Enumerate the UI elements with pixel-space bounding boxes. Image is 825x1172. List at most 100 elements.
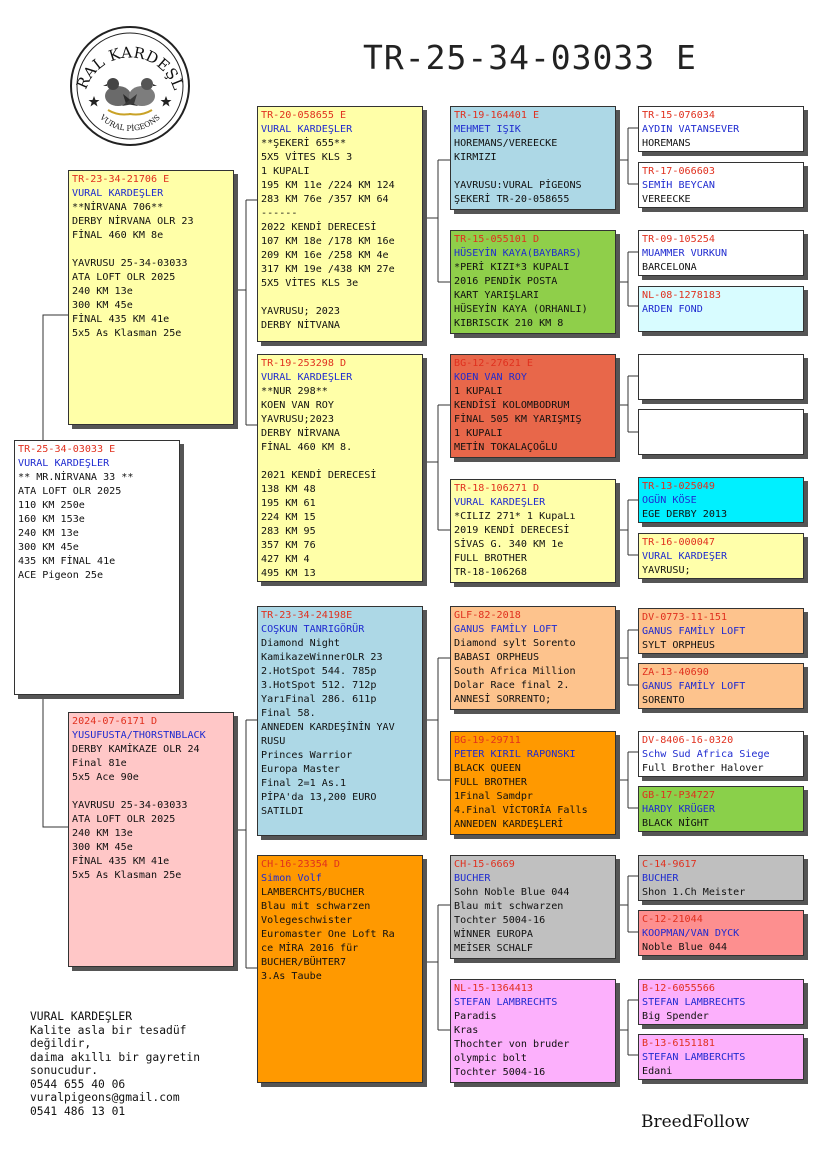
info-line: ------ bbox=[261, 208, 298, 219]
g5-card-2: TR-17-066603 SEMİH BEYCAN VEREECKE bbox=[638, 162, 804, 208]
owner-name: MUAMMER VURKUN bbox=[642, 248, 728, 259]
info-line: 1 KUPALI bbox=[454, 386, 503, 397]
info-line: 1Final Samdpr bbox=[454, 791, 534, 802]
info-line: 107 KM 18e /178 KM 16e bbox=[261, 236, 395, 247]
ggp-dsd-card: BG-19-29711 PETER KIRIL RAPONSKI BLACK Q… bbox=[450, 731, 616, 835]
info-line: 138 KM 48 bbox=[261, 484, 316, 495]
info-line: YAVRUSU; bbox=[642, 565, 691, 576]
info-line bbox=[72, 785, 230, 799]
info-line: 3.As Taube bbox=[261, 971, 322, 982]
g5-card-8: TR-16-000047 VURAL KARDEŞER YAVRUSU; bbox=[638, 533, 804, 579]
owner-name: STEFAN LAMBRECHTS bbox=[642, 997, 746, 1008]
info-line: 224 KM 15 bbox=[261, 512, 316, 523]
owner-name: BUCHER bbox=[642, 873, 679, 884]
info-line: **ŞEKERİ 655** bbox=[261, 138, 347, 149]
motto-line: Kalite asla bir tesadüf bbox=[30, 1023, 187, 1037]
info-line: 195 KM 61 bbox=[261, 498, 316, 509]
info-line: 209 KM 16e /258 KM 4e bbox=[261, 250, 389, 261]
info-line: FULL BROTHER bbox=[454, 777, 527, 788]
g5-card-16: B-13-6151181 STEFAN LAMBERCHTS Edani bbox=[638, 1034, 804, 1080]
owner-name: KOOPMAN/VAN DYCK bbox=[642, 928, 740, 939]
g5-card-5 bbox=[638, 354, 804, 400]
ring-number: TR-15-055101 D bbox=[454, 234, 540, 245]
info-line: Dolar Race final 2. bbox=[454, 680, 570, 691]
info-line: 5x5 Ace 90e bbox=[72, 772, 139, 783]
g5-card-12: GB-17-P34727 HARDY KRÜGER BLACK NİGHT bbox=[638, 786, 804, 832]
info-line: 283 KM 95 bbox=[261, 526, 316, 537]
info-line: 300 KM 45e bbox=[72, 300, 133, 311]
info-line: Blau mit schwarzen bbox=[454, 901, 564, 912]
info-line: Tochter 5004-16 bbox=[454, 1067, 546, 1078]
info-line: BABASI ORPHEUS bbox=[454, 652, 540, 663]
info-line: Edani bbox=[642, 1066, 673, 1077]
info-line: 2021 KENDİ DERECESİ bbox=[261, 470, 377, 481]
ring-number: TR-09-105254 bbox=[642, 234, 715, 245]
ring-number: TR-23-34-21706 E bbox=[72, 174, 170, 185]
owner-name: STEFAN LAMBRECHTS bbox=[454, 997, 558, 1008]
info-line: DERBY KAMİKAZE OLR 24 bbox=[72, 744, 200, 755]
info-line: PİPA'da 13,200 EURO bbox=[261, 792, 377, 803]
pedigree-title: TR-25-34-03033 E bbox=[363, 38, 697, 77]
owner-name: KOEN VAN ROY bbox=[454, 372, 527, 383]
ring-number: CH-16-23354 D bbox=[261, 859, 341, 870]
info-line: Volegeschwister bbox=[261, 915, 353, 926]
owner-name: VURAL KARDEŞLER bbox=[261, 124, 353, 135]
info-line: 427 KM 4 bbox=[261, 554, 310, 565]
ggp-ssd-card: TR-15-055101 D HÜSEYİN KAYA(BAYBARS) *PE… bbox=[450, 230, 616, 334]
info-line: SİVAS G. 340 KM 1e bbox=[454, 539, 564, 550]
owner-name: OGÜN KÖSE bbox=[642, 495, 697, 506]
ring-number: BG-19-29711 bbox=[454, 735, 521, 746]
info-line: Thochter von bruder bbox=[454, 1039, 570, 1050]
owner-name: Schw Sud Africa Siege bbox=[642, 749, 770, 760]
g5-card-11: DV-8406-16-0320 Schw Sud Africa Siege Fu… bbox=[638, 731, 804, 777]
info-line: HOREMANS/VEREECKE bbox=[454, 138, 558, 149]
info-line: Full Brother Halover bbox=[642, 763, 764, 774]
dam-sire-card: TR-23-34-24198E COŞKUN TANRIGÖRÜR Diamon… bbox=[257, 606, 423, 836]
info-line: SORENTO bbox=[642, 695, 685, 706]
info-line: BLACK QUEEN bbox=[454, 763, 521, 774]
info-line: 283 KM 76e /357 KM 64 bbox=[261, 194, 389, 205]
owner-name: HARDY KRÜGER bbox=[642, 804, 715, 815]
info-line: YAVRUSU:VURAL PİGEONS bbox=[454, 180, 582, 191]
info-line: Final 2=1 As.1 bbox=[261, 778, 347, 789]
info-line: Diamond Night bbox=[261, 638, 341, 649]
info-line: FİNAL 460 KM 8e bbox=[72, 230, 164, 241]
info-line: 1 KUPALI bbox=[454, 428, 503, 439]
info-line: *PERİ KIZI*3 KUPALI bbox=[454, 262, 570, 273]
ring-number: CH-15-6669 bbox=[454, 859, 515, 870]
info-line: 2019 KENDİ DERECESİ bbox=[454, 525, 570, 536]
info-line: FULL BROTHER bbox=[454, 553, 527, 564]
info-line: ATA LOFT OLR 2025 bbox=[72, 272, 176, 283]
info-line: FİNAL 460 KM 8. bbox=[261, 442, 353, 453]
info-line bbox=[261, 291, 419, 305]
ring-number: GB-17-P34727 bbox=[642, 790, 715, 801]
info-line: 300 KM 45e bbox=[18, 542, 79, 553]
ggp-sss-card: TR-19-164401 E MEHMET IŞIK HOREMANS/VERE… bbox=[450, 106, 616, 210]
info-line: 240 KM 13e bbox=[72, 286, 133, 297]
owner-name: GANUS FAMİLY LOFT bbox=[642, 626, 746, 637]
info-line: RUSU bbox=[261, 736, 286, 747]
info-line: 2.HotSpot 544. 785p bbox=[261, 666, 377, 677]
info-line: KIBRISCIK 210 KM 8 bbox=[454, 318, 564, 329]
info-line: FİNAL 435 KM 41e bbox=[72, 314, 170, 325]
motto-line: daima akıllı bir gayretin bbox=[30, 1050, 201, 1064]
sire-sire-card: TR-20-058655 E VURAL KARDEŞLER **ŞEKERİ … bbox=[257, 106, 423, 342]
breeder-contact: VURAL KARDEŞLER Kalite asla bir tesadüf … bbox=[30, 1010, 200, 1118]
info-line: 5x5 As Klasman 25e bbox=[72, 870, 182, 881]
pigeon-card: TR-25-34-03033 E VURAL KARDEŞLER ** MR.N… bbox=[14, 440, 180, 695]
ring-number: ZA-13-40690 bbox=[642, 667, 709, 678]
g5-card-1: TR-15-076034 AYDIN VATANSEVER HOREMANS bbox=[638, 106, 804, 152]
info-line: KOEN VAN ROY bbox=[261, 400, 334, 411]
dam-card: 2024-07-6171 D YUSUFUSTA/THORSTNBLACK DE… bbox=[68, 712, 234, 967]
ring-number: BG-12-27621 E bbox=[454, 358, 534, 369]
breeder-name: VURAL KARDEŞLER bbox=[30, 1010, 133, 1023]
info-line: YAVRUSU 25-34-03033 bbox=[72, 800, 188, 811]
ring-number: DV-8406-16-0320 bbox=[642, 735, 734, 746]
ggp-ddd-card: NL-15-1364413 STEFAN LAMBRECHTS Paradis … bbox=[450, 979, 616, 1083]
dam-dam-card: CH-16-23354 D Simon Volf LAMBERCHTS/BUCH… bbox=[257, 855, 423, 1083]
info-line: ATA LOFT OLR 2025 bbox=[72, 814, 176, 825]
info-line: Kras bbox=[454, 1025, 479, 1036]
owner-name: SEMİH BEYCAN bbox=[642, 180, 715, 191]
ggp-dds-card: CH-15-6669 BUCHER Sohn Noble Blue 044 Bl… bbox=[450, 855, 616, 959]
